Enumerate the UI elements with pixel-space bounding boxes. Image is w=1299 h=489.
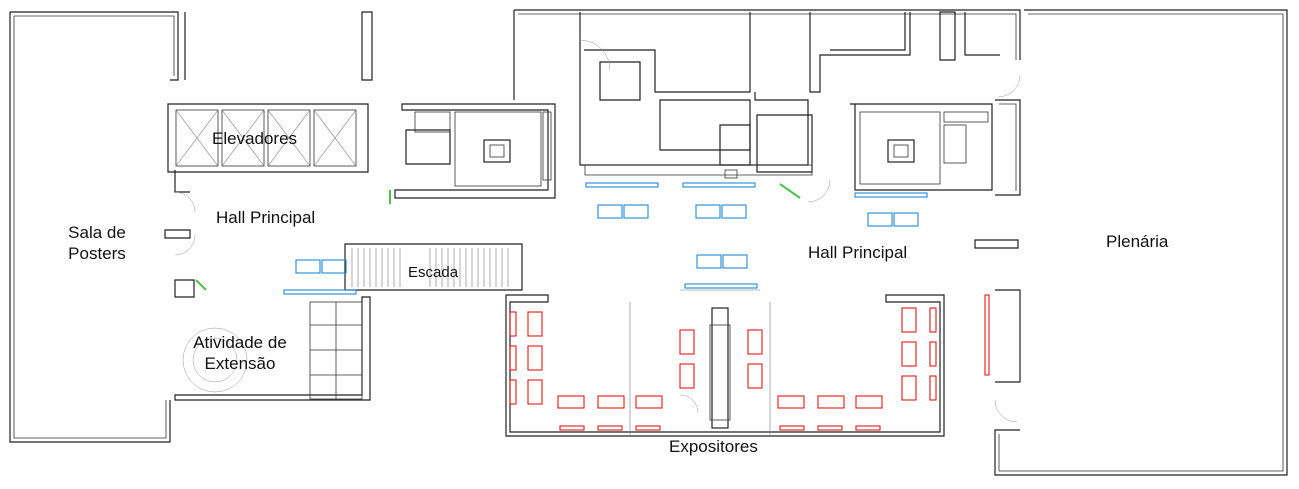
blue-furniture — [283, 182, 928, 295]
door-swings — [174, 39, 1021, 423]
room-label-plenaria: Plenária — [1106, 232, 1169, 251]
atividade-line-1: Atividade de — [193, 333, 287, 352]
atividade-line-2: Extensão — [204, 354, 276, 373]
sala-de-posters-line-2: Posters — [68, 244, 126, 263]
red-stands — [509, 294, 990, 431]
green-doors — [195, 183, 801, 291]
room-label-escada: Escada — [408, 264, 459, 281]
room-label-sala-de-posters: Sala de Posters — [42, 222, 152, 264]
room-label-hall-principal-left: Hall Principal — [216, 208, 316, 227]
room-label-atividade-de-extensao: Atividade de Extensão — [180, 332, 300, 374]
room-label-expositores: Expositores — [669, 437, 758, 456]
sala-de-posters-line-1: Sala de — [68, 223, 126, 242]
outer-walls — [9, 9, 1288, 476]
room-label-elevadores: Elevadores — [212, 129, 298, 148]
room-label-hall-principal-right: Hall Principal — [808, 243, 908, 262]
